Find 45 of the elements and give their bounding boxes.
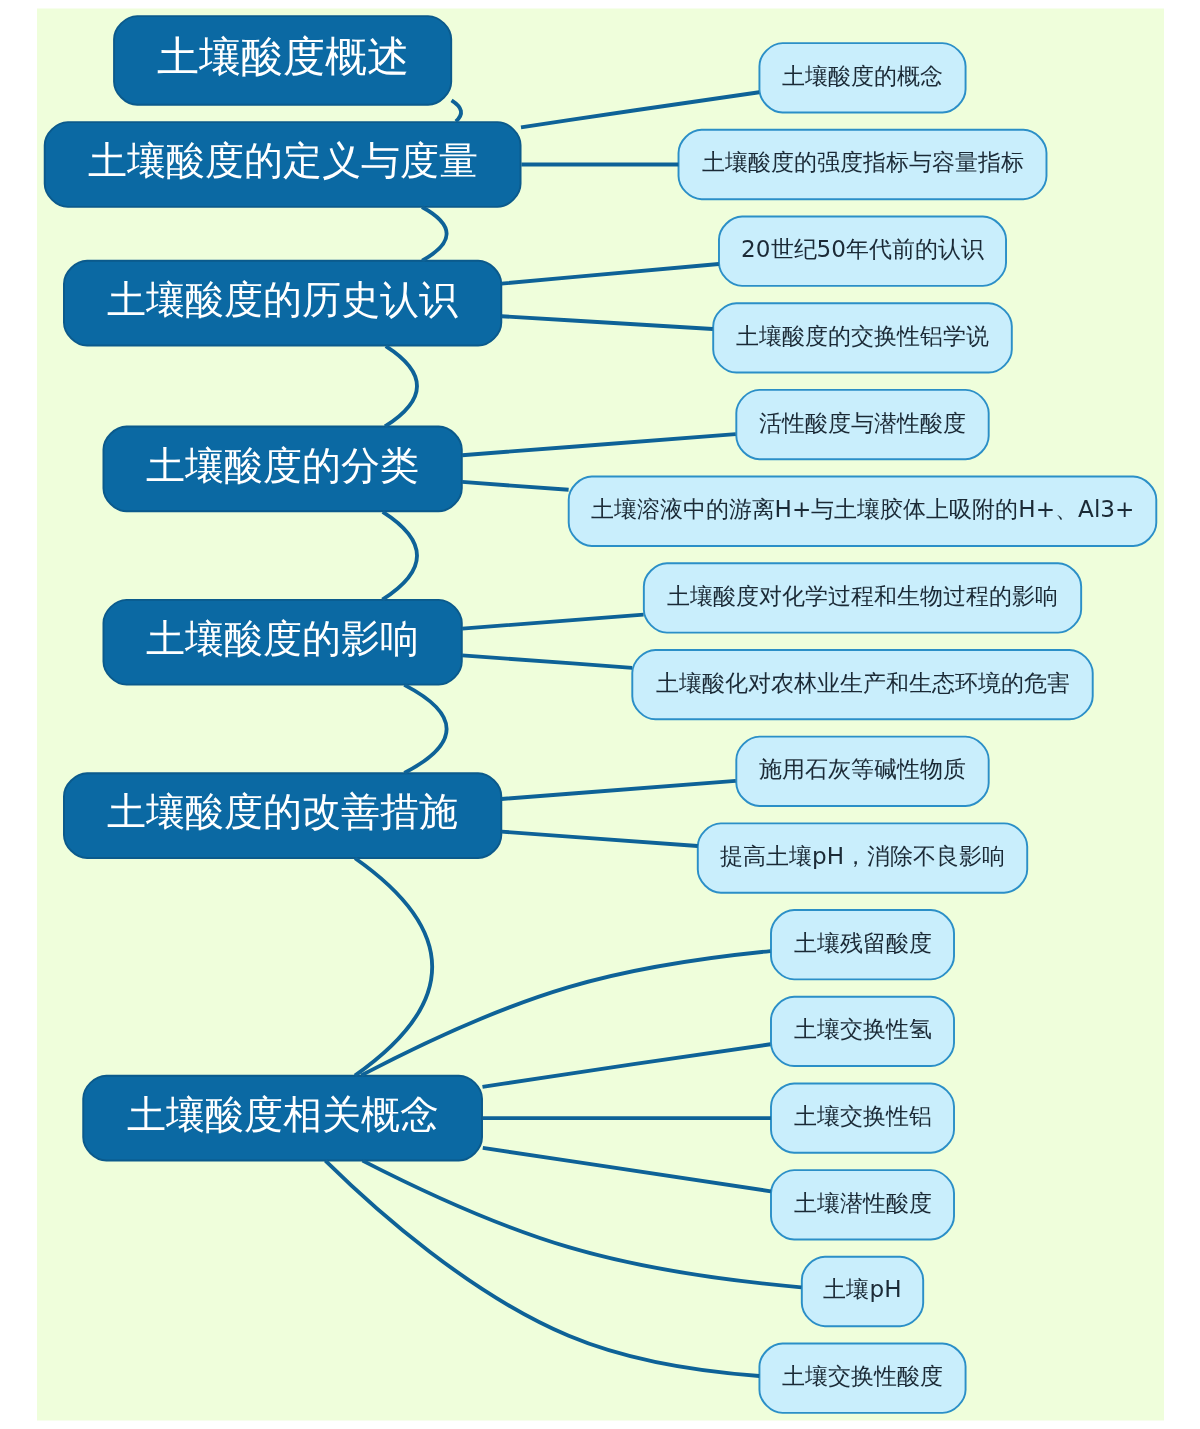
node-box: 土壤酸化对农林业生产和生态环境的危害	[630, 649, 1094, 721]
node-box: 施用石灰等碱性物质	[734, 735, 990, 807]
connector	[353, 856, 434, 1078]
node-box: 20世纪50年代前的认识	[717, 215, 1007, 287]
node-box: 土壤酸度的概念	[757, 42, 967, 114]
node-box: 土壤酸度的改善措施	[62, 772, 502, 859]
node-box: 土壤pH	[800, 1255, 924, 1328]
connector	[500, 314, 713, 331]
node-box: 土壤酸度相关概念	[81, 1074, 483, 1162]
node-box: 土壤酸度对化学过程和生物过程的影响	[642, 562, 1082, 634]
connector	[359, 949, 771, 1078]
node-box: 土壤酸度的分类	[102, 425, 463, 513]
connector	[380, 510, 419, 602]
connector	[520, 162, 678, 167]
connector	[481, 1042, 771, 1089]
connector	[361, 1158, 802, 1290]
connector	[500, 779, 736, 801]
connector	[402, 683, 448, 775]
node-box: 提高土壤pH，消除不良影响	[696, 822, 1028, 894]
node-box: 土壤交换性氢	[769, 995, 955, 1068]
connector	[461, 432, 736, 458]
connector	[461, 480, 569, 492]
node-box: 土壤潜性酸度	[769, 1169, 955, 1241]
node-box: 土壤溶液中的游离H+与土壤胶体上吸附的H+、Al3+	[567, 475, 1157, 547]
connector	[449, 98, 463, 123]
connector	[420, 205, 448, 263]
node-box: 土壤酸度的交换性铝学说	[711, 302, 1013, 374]
node-box: 土壤酸度概述	[112, 15, 452, 106]
connector	[461, 612, 644, 631]
connector	[482, 1116, 771, 1121]
connector	[500, 829, 698, 848]
node-box: 土壤酸度的影响	[102, 598, 463, 686]
node-box: 土壤酸度的历史认识	[62, 259, 502, 347]
node-box: 土壤酸度的定义与度量	[43, 121, 521, 208]
node-box: 土壤交换性铝	[769, 1082, 955, 1154]
connector	[482, 1146, 771, 1194]
connector	[520, 90, 759, 130]
node-box: 土壤交换性酸度	[757, 1342, 967, 1414]
node-box: 活性酸度与潜性酸度	[734, 388, 990, 461]
node-box: 土壤酸度的强度指标与容量指标	[677, 128, 1047, 201]
connector	[461, 653, 632, 670]
node-box: 土壤残留酸度	[769, 909, 955, 981]
connector	[323, 1159, 759, 1378]
connector	[383, 344, 419, 429]
connector	[500, 262, 719, 286]
